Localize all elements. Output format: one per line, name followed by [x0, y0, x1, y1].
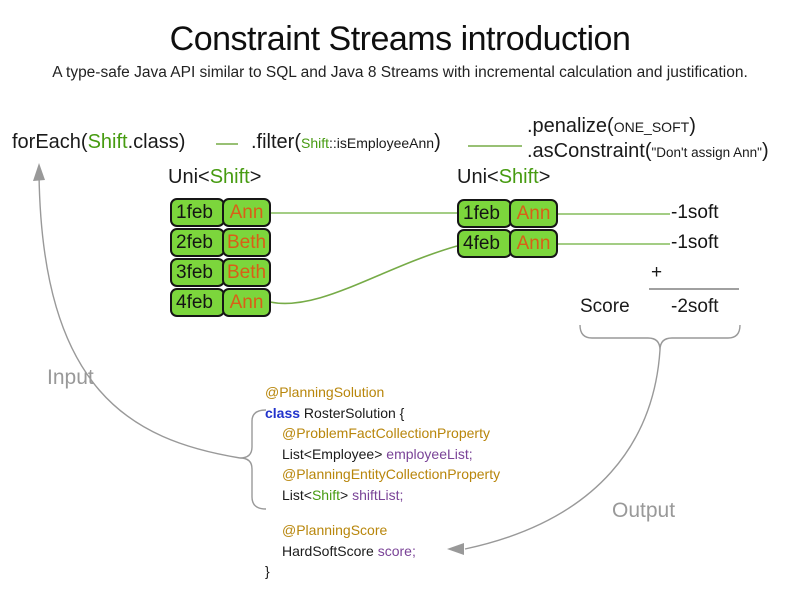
right-stream-type-label: Uni<Shift> [457, 166, 550, 189]
uni-type: Shift [209, 166, 250, 188]
code-line: @PlanningScore [265, 520, 500, 541]
asconstraint-expression: .asConstraint("Don't assign Ann") [527, 140, 769, 163]
right-stream-table: 1feb Ann 4feb Ann [457, 199, 558, 259]
annotation-problem-fact: @ProblemFactCollectionProperty [282, 425, 490, 441]
table-row: 2feb Beth [170, 228, 271, 257]
shift-list-pre: List< [282, 486, 312, 503]
penalize-expression: .penalize(ONE_SOFT) [527, 115, 696, 138]
penalty-value: -1soft [671, 202, 719, 223]
score-label: Score [580, 296, 630, 317]
foreach-expression: forEach(Shift.class) [12, 131, 185, 154]
foreach-post: .class) [127, 131, 186, 153]
connector-row4-curve [269, 245, 458, 305]
code-brace [239, 409, 267, 510]
uni-type: Shift [498, 166, 539, 188]
asconstraint-arg: "Don't assign Ann" [651, 145, 762, 160]
filter-type: Shift [301, 135, 330, 151]
table-row: 4feb Ann [457, 229, 558, 258]
penalize-pre: .penalize( [527, 115, 614, 137]
page-subtitle: A type-safe Java API similar to SQL and … [52, 64, 748, 81]
input-arrowhead-icon [33, 163, 45, 181]
shift-list-type: Shift [311, 486, 340, 503]
class-declaration: RosterSolution { [300, 404, 405, 421]
penalize-post: ) [689, 115, 696, 137]
code-line: @ProblemFactCollectionProperty [265, 423, 500, 444]
shift-employee: Beth [222, 228, 271, 257]
code-line: } [265, 561, 500, 582]
uni-post: > [249, 166, 262, 188]
employee-list-field: employeeList; [386, 445, 473, 462]
code-line: @PlanningSolution [265, 382, 500, 403]
shift-date: 1feb [457, 199, 512, 228]
table-row: 3feb Beth [170, 258, 271, 287]
table-row: 1feb Ann [457, 199, 558, 228]
left-stream-table: 1feb Ann 2feb Beth 3feb Beth 4feb Ann [170, 198, 271, 318]
foreach-type: Shift [87, 131, 128, 153]
left-stream-type-label: Uni<Shift> [168, 166, 261, 189]
input-label: Input [47, 366, 94, 389]
uni-pre: Uni< [168, 166, 210, 188]
uni-pre: Uni< [457, 166, 499, 188]
asconstraint-pre: .asConstraint( [527, 140, 652, 162]
table-row: 4feb Ann [170, 288, 271, 317]
plus-sign: + [651, 262, 663, 283]
shift-date: 1feb [170, 198, 225, 227]
page-title: Constraint Streams introduction [169, 20, 631, 58]
output-label: Output [612, 499, 676, 522]
shift-employee: Ann [222, 288, 271, 317]
code-line: List<Shift> shiftList; [265, 485, 500, 506]
penalize-arg: ONE_SOFT [613, 119, 690, 135]
shift-list-mid: > [339, 486, 353, 503]
code-line: class RosterSolution { [265, 403, 500, 424]
code-line: @PlanningEntityCollectionProperty [265, 464, 500, 485]
filter-expression: .filter(Shift::isEmployeeAnn) [251, 131, 441, 154]
uni-post: > [538, 166, 551, 188]
score-field: score; [377, 542, 416, 559]
shift-date: 3feb [170, 258, 225, 287]
employee-list-type: List<Employee> [282, 445, 387, 462]
annotation-planning-entity: @PlanningEntityCollectionProperty [282, 466, 501, 482]
asconstraint-post: ) [761, 140, 769, 162]
foreach-pre: forEach( [12, 131, 88, 153]
annotation-planning-score: @PlanningScore [282, 522, 388, 538]
filter-post: ) [434, 131, 441, 153]
shift-date: 4feb [457, 229, 512, 258]
code-line: HardSoftScore score; [265, 541, 500, 562]
score-total: -2soft [671, 296, 719, 317]
score-field-type: HardSoftScore [282, 542, 378, 559]
code-blank-line [265, 505, 500, 520]
table-row: 1feb Ann [170, 198, 271, 227]
shift-employee: Ann [509, 199, 558, 228]
shift-employee: Ann [509, 229, 558, 258]
class-keyword: class [265, 404, 301, 421]
penalty-value: -1soft [671, 232, 719, 253]
code-line: List<Employee> employeeList; [265, 444, 500, 465]
closing-brace: } [265, 563, 270, 579]
filter-pre: .filter( [251, 131, 301, 153]
shift-list-field: shiftList; [352, 486, 404, 503]
shift-employee: Beth [222, 258, 271, 287]
code-snippet: @PlanningSolution class RosterSolution {… [265, 382, 500, 582]
shift-employee: Ann [222, 198, 271, 227]
annotation-planning-solution: @PlanningSolution [265, 384, 385, 400]
shift-date: 4feb [170, 288, 225, 317]
score-brace [579, 324, 741, 351]
shift-date: 2feb [170, 228, 225, 257]
filter-method: ::isEmployeeAnn [329, 135, 435, 151]
